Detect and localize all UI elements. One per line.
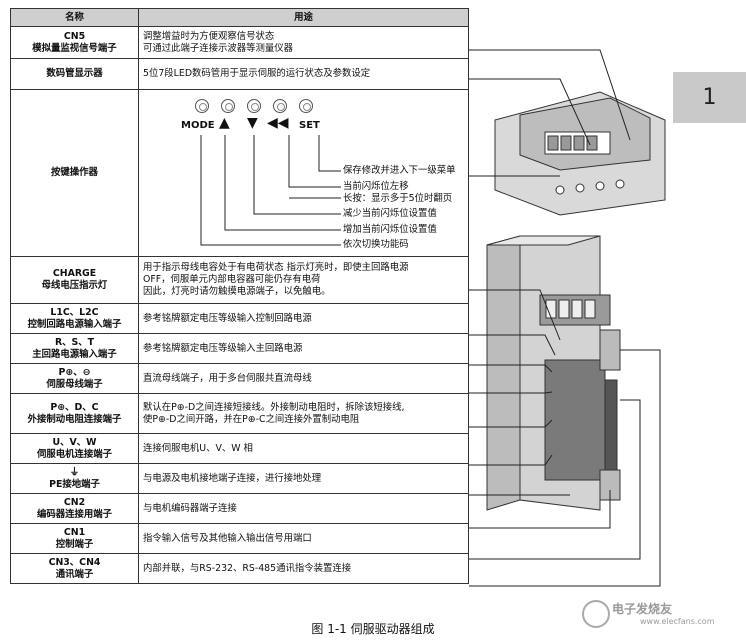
- leader-lines: [469, 49, 661, 587]
- table-row: 数码管显示器 5位7段LED数码管用于显示伺服的运行状态及参数设定: [10, 58, 469, 90]
- table-row: R、S、T 主回路电源输入端子 参考铭牌额定电压等级输入主回路电源: [10, 333, 469, 364]
- row-name: P⊕、⊖ 伺服母线端子: [10, 363, 139, 394]
- table-row: CN1 控制端子 指令输入信号及其他输入输出信号用端口: [10, 523, 469, 554]
- row-use: 与电源及电机接地端子连接，进行接地处理: [138, 463, 469, 494]
- watermark: 电子发烧友 www.elecfans.com: [582, 600, 742, 628]
- header-use: 用途: [138, 8, 469, 27]
- mode-key: MODE: [181, 120, 215, 131]
- table-row: P⊕、D、C 外接制动电阻连接端子 默认在P⊕-D之间连接短接线。外接制动电阻时…: [10, 393, 469, 434]
- callout-shift: 当前闪烁位左移: [343, 181, 409, 192]
- row-use: 与电机编码器端子连接: [138, 493, 469, 524]
- row-name: CN5 模拟量监视信号端子: [10, 26, 139, 59]
- drive-body: [486, 235, 621, 511]
- row-name: U、V、W 伺服电机连接端子: [10, 433, 139, 464]
- row-name: CHARGE 母线电压指示灯: [10, 256, 139, 304]
- set-key: SET: [299, 120, 320, 131]
- table-row: CN5 模拟量监视信号端子 调整增益时为方便观察信号状态 可通过此端子连接示波器…: [10, 26, 469, 59]
- row-name: 数码管显示器: [10, 58, 139, 90]
- row-use: 调整增益时为方便观察信号状态 可通过此端子连接示波器等测量仪器: [138, 26, 469, 59]
- down-key: ▼: [247, 115, 258, 131]
- table-header-row: 名称 用途: [10, 8, 469, 27]
- row-name: R、S、T 主回路电源输入端子: [10, 333, 139, 364]
- keypad-diagram: MODE ▲ ▼ ◀◀ SET 保存修改并进入下一级菜单 当前闪烁位左移 长按：…: [138, 89, 469, 257]
- callout-down: 减少当前闪烁位设置值: [343, 208, 437, 219]
- led-indicator: [273, 99, 287, 113]
- led-indicator: [247, 99, 261, 113]
- callout-up: 增加当前闪烁位设置值: [343, 224, 437, 235]
- row-use: 参考铭牌额定电压等级输入主回路电源: [138, 333, 469, 364]
- led-indicator: [221, 99, 235, 113]
- table-row: ⏚ PE接地端子 与电源及电机接地端子连接，进行接地处理: [10, 463, 469, 494]
- header-name: 名称: [10, 8, 139, 27]
- table-row: L1C、L2C 控制回路电源输入端子 参考铭牌额定电压等级输入控制回路电源: [10, 303, 469, 334]
- row-use: 内部并联，与RS-232、RS-485通讯指令装置连接: [138, 553, 469, 584]
- chapter-badge: 1: [673, 72, 746, 123]
- table-row: CN2 编码器连接用端子 与电机编码器端子连接: [10, 493, 469, 524]
- led-indicator: [299, 99, 313, 113]
- watermark-url: www.elecfans.com: [640, 617, 715, 626]
- row-use: 默认在P⊕-D之间连接短接线。外接制动电阻时，拆除该短接线, 使P⊕-D之间开路…: [138, 393, 469, 434]
- table-row: P⊕、⊖ 伺服母线端子 直流母线端子，用于多台伺服共直流母线: [10, 363, 469, 394]
- row-use: 5位7段LED数码管用于显示伺服的运行状态及参数设定: [138, 58, 469, 90]
- panel-closeup: [494, 91, 666, 216]
- row-name: 按键操作器: [10, 89, 139, 257]
- component-table: 名称 用途 CN5 模拟量监视信号端子 调整增益时为方便观察信号状态 可通过此端…: [10, 8, 469, 584]
- row-name: CN3、CN4 通讯端子: [10, 553, 139, 584]
- row-use: 用于指示母线电容处于有电荷状态 指示灯亮时，即使主回路电源 OFF，伺服单元内部…: [138, 256, 469, 304]
- row-use: 指令输入信号及其他输入输出信号用端口: [138, 523, 469, 554]
- table-row: 按键操作器 MODE: [10, 89, 469, 257]
- row-name: L1C、L2C 控制回路电源输入端子: [10, 303, 139, 334]
- row-use: 连接伺服电机U、V、W 相: [138, 433, 469, 464]
- table-row: U、V、W 伺服电机连接端子 连接伺服电机U、V、W 相: [10, 433, 469, 464]
- table-row: CHARGE 母线电压指示灯 用于指示母线电容处于有电荷状态 指示灯亮时，即使主…: [10, 256, 469, 304]
- table-row: CN3、CN4 通讯端子 内部并联，与RS-232、RS-485通讯指令装置连接: [10, 553, 469, 584]
- up-key: ▲: [219, 115, 230, 131]
- row-name: P⊕、D、C 外接制动电阻连接端子: [10, 393, 139, 434]
- figure-caption: 图 1-1 伺服驱动器组成: [311, 622, 435, 636]
- callout-mode: 依次切换功能码: [343, 239, 409, 250]
- row-name: CN2 编码器连接用端子: [10, 493, 139, 524]
- watermark-logo-icon: [582, 600, 610, 628]
- callout-lines: [200, 135, 341, 246]
- callout-set: 保存修改并进入下一级菜单: [343, 165, 456, 176]
- row-use: 直流母线端子，用于多台伺服共直流母线: [138, 363, 469, 394]
- callout-longpress: 长按：显示多于5位时翻页: [343, 193, 453, 204]
- row-use: 参考铭牌额定电压等级输入控制回路电源: [138, 303, 469, 334]
- row-name: CN1 控制端子: [10, 523, 139, 554]
- watermark-text: 电子发烧友: [612, 602, 673, 616]
- row-name: ⏚ PE接地端子: [10, 463, 139, 494]
- shift-key: ◀◀: [267, 115, 289, 131]
- led-indicator: [195, 99, 209, 113]
